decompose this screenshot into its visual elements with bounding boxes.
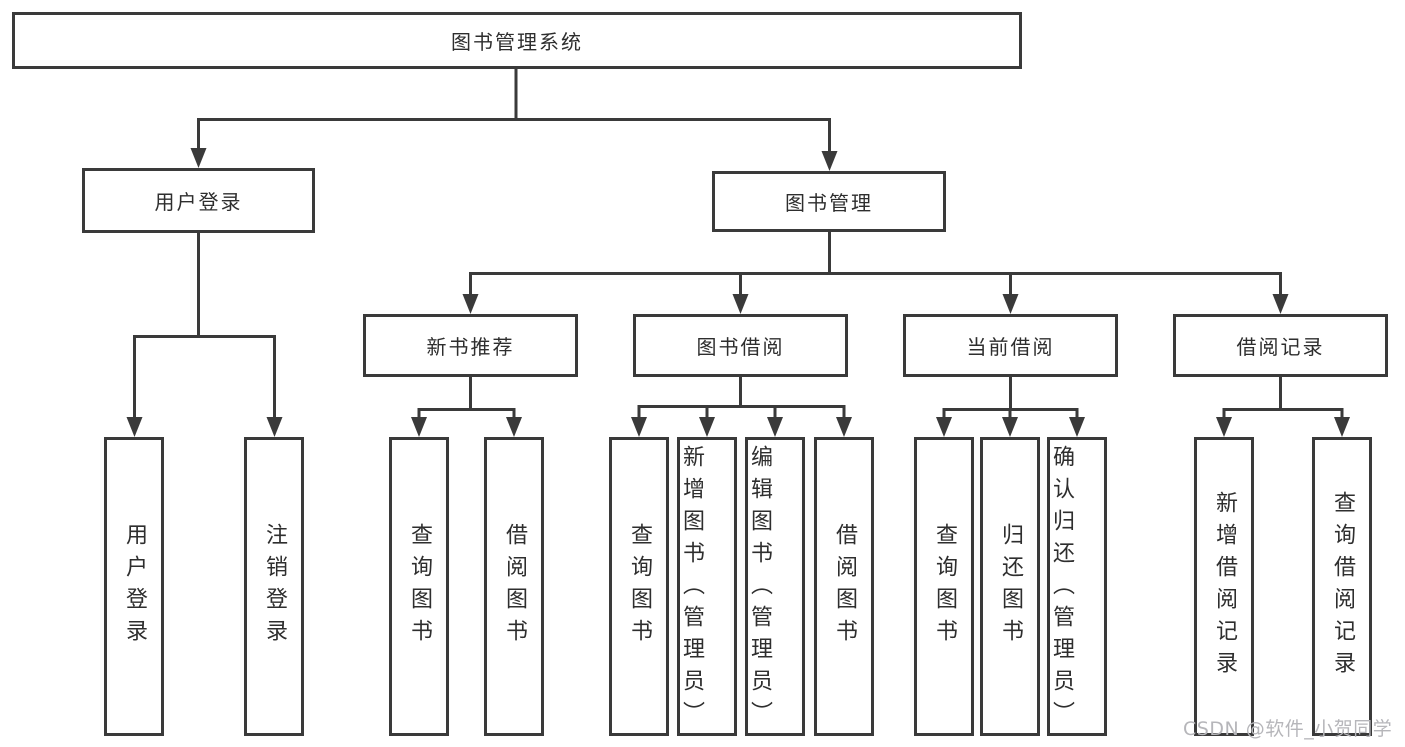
node-book-borrow: 图书借阅: [633, 314, 848, 377]
node-borrow-records-label: 借阅记录: [1236, 335, 1325, 359]
node-current-borrow-label: 当前借阅: [966, 335, 1055, 359]
leaf-logout: 注销登录: [244, 437, 304, 736]
arrow-down-icon: [462, 294, 479, 314]
node-book-borrow-label: 图书借阅: [696, 335, 785, 359]
leaf-user-login: 用户登录: [104, 437, 164, 736]
arrow-down-icon: [266, 417, 283, 437]
leaf-add-book-admin-label: 新增图书（管理员）: [679, 445, 704, 733]
arrow-down-icon: [1069, 417, 1085, 437]
arrow-down-icon: [1334, 417, 1350, 437]
arrow-down-icon: [506, 417, 522, 437]
arrow-down-icon: [699, 417, 715, 437]
leaf-borrow-books-label: 借阅图书: [832, 522, 857, 651]
arrow-down-icon: [767, 417, 783, 437]
node-new-book-recommend: 新书推荐: [363, 314, 578, 377]
arrow-down-icon: [836, 417, 852, 437]
leaf-borrow-query-books-label: 查询图书: [627, 522, 652, 651]
arrow-down-icon: [936, 417, 952, 437]
node-current-borrow: 当前借阅: [903, 314, 1118, 377]
node-book-management-label: 图书管理: [785, 191, 873, 215]
leaf-borrow-books: 借阅图书: [814, 437, 874, 736]
arrow-down-icon: [1272, 294, 1289, 314]
arrow-down-icon: [411, 417, 427, 437]
leaf-query-borrow-record-label: 查询借阅记录: [1330, 490, 1355, 683]
leaf-return-books: 归还图书: [980, 437, 1040, 736]
leaf-recommend-query-books: 查询图书: [389, 437, 449, 736]
leaf-edit-book-admin-label: 编辑图书（管理员）: [747, 445, 772, 733]
watermark: CSDN @软件_小贺同学: [1183, 718, 1393, 740]
leaf-add-borrow-record-label: 新增借阅记录: [1212, 490, 1237, 683]
leaf-borrow-query-books: 查询图书: [609, 437, 669, 736]
leaf-recommend-borrow-books: 借阅图书: [484, 437, 544, 736]
node-user-login-label: 用户登录: [154, 190, 243, 214]
node-root-label: 图书管理系统: [451, 30, 583, 54]
leaf-add-book-admin: 新增图书（管理员）: [677, 437, 737, 736]
leaf-return-books-label: 归还图书: [998, 522, 1023, 651]
leaf-add-borrow-record: 新增借阅记录: [1194, 437, 1254, 736]
leaf-confirm-return-admin: 确认归还（管理员）: [1047, 437, 1107, 736]
arrow-down-icon: [1002, 417, 1018, 437]
arrow-down-icon: [190, 148, 207, 168]
leaf-current-query-books-label: 查询图书: [932, 522, 957, 651]
leaf-recommend-borrow-books-label: 借阅图书: [502, 522, 527, 651]
arrow-down-icon: [126, 417, 143, 437]
arrow-down-icon: [821, 151, 838, 171]
arrow-down-icon: [1216, 417, 1232, 437]
node-user-login: 用户登录: [82, 168, 315, 233]
arrow-down-icon: [1002, 294, 1019, 314]
arrow-down-icon: [631, 417, 647, 437]
node-borrow-records: 借阅记录: [1173, 314, 1388, 377]
node-new-book-recommend-label: 新书推荐: [426, 335, 515, 359]
leaf-edit-book-admin: 编辑图书（管理员）: [745, 437, 805, 736]
leaf-logout-label: 注销登录: [262, 522, 287, 651]
leaf-recommend-query-books-label: 查询图书: [407, 522, 432, 651]
leaf-current-query-books: 查询图书: [914, 437, 974, 736]
arrow-down-icon: [732, 294, 749, 314]
leaf-confirm-return-admin-label: 确认归还（管理员）: [1049, 445, 1074, 733]
leaf-query-borrow-record: 查询借阅记录: [1312, 437, 1372, 736]
node-root: 图书管理系统: [12, 12, 1022, 69]
leaf-user-login-label: 用户登录: [122, 522, 147, 651]
node-book-management: 图书管理: [712, 171, 946, 232]
